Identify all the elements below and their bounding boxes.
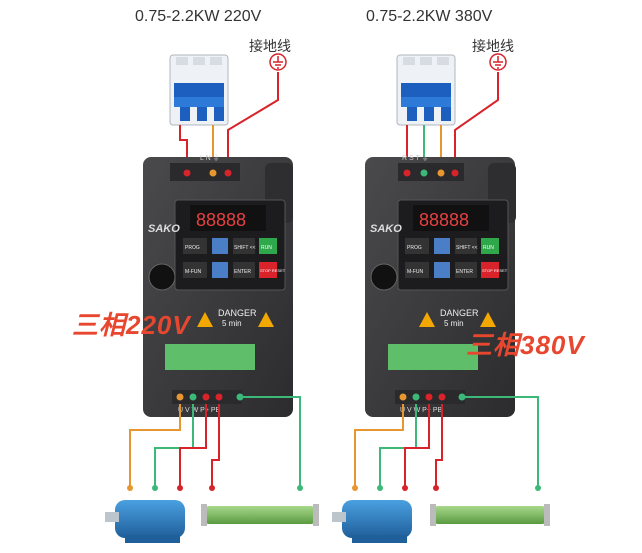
led-display: 88888	[196, 210, 246, 230]
top-terminal-labels: R S T ⏚	[402, 154, 429, 162]
down-key[interactable]	[434, 262, 450, 278]
warning-icon	[480, 312, 496, 327]
speed-knob[interactable]	[148, 263, 176, 291]
svg-text:M-FUN: M-FUN	[185, 269, 201, 275]
control-terminal-block	[388, 344, 478, 370]
run-key[interactable]	[481, 238, 499, 254]
left-spec-label: 0.75-2.2KW 220V	[135, 8, 262, 25]
left-diagram: L N ⏚ 88888 SAKO PROG SHIFT << RUN M-FUN…	[105, 53, 319, 543]
brand-logo: SAKO	[370, 223, 402, 235]
svg-text:DANGER: DANGER	[440, 308, 479, 318]
svg-text:M-FUN: M-FUN	[407, 269, 423, 275]
brake-resistor-icon	[430, 504, 550, 526]
enter-key[interactable]	[233, 262, 255, 278]
svg-text:PROG: PROG	[407, 245, 422, 251]
circuit-breaker-icon	[396, 54, 456, 126]
svg-text:RUN: RUN	[483, 245, 494, 251]
led-display: 88888	[419, 210, 469, 230]
svg-text:STOP RESET: STOP RESET	[482, 268, 508, 273]
shift-key[interactable]	[455, 238, 477, 254]
left-voltage-label: 三相220V	[72, 310, 191, 340]
mfun-key[interactable]	[183, 262, 207, 278]
svg-text:PROG: PROG	[185, 245, 200, 251]
warning-icon	[419, 312, 435, 327]
left-ground-label: 接地线	[249, 38, 291, 54]
right-spec-label: 0.75-2.2KW 380V	[366, 8, 493, 25]
right-voltage-label: 三相380V	[466, 330, 585, 360]
svg-text:RUN: RUN	[261, 245, 272, 251]
stop-key[interactable]	[259, 262, 277, 278]
svg-text:SHIFT <<: SHIFT <<	[234, 245, 256, 251]
circuit-breaker-icon	[169, 54, 229, 126]
svg-text:STOP RESET: STOP RESET	[260, 268, 286, 273]
wire-pe	[227, 72, 279, 175]
svg-text:ENTER: ENTER	[456, 269, 473, 275]
motor-icon	[105, 500, 185, 543]
down-key[interactable]	[212, 262, 228, 278]
prog-key[interactable]	[183, 238, 207, 254]
run-key[interactable]	[259, 238, 277, 254]
top-terminal-labels: L N ⏚	[200, 154, 220, 162]
control-terminal-block	[165, 344, 255, 370]
prog-key[interactable]	[405, 238, 429, 254]
right-ground-label: 接地线	[472, 38, 514, 54]
bottom-terminal-labels: U V W P+ PB	[178, 407, 221, 414]
brake-resistor-icon	[201, 504, 319, 526]
warning-icon	[197, 312, 213, 327]
brand-logo: SAKO	[148, 223, 180, 235]
up-key[interactable]	[212, 238, 228, 254]
svg-text:5 min: 5 min	[222, 319, 242, 328]
mfun-key[interactable]	[405, 262, 429, 278]
ground-icon	[269, 53, 287, 71]
shift-key[interactable]	[233, 238, 255, 254]
bottom-terminal-labels: U V W P+ PB	[400, 407, 443, 414]
motor-icon	[332, 500, 412, 543]
svg-text:5 min: 5 min	[444, 319, 464, 328]
warning-icon	[258, 312, 274, 327]
enter-key[interactable]	[455, 262, 477, 278]
svg-text:SHIFT <<: SHIFT <<	[456, 245, 478, 251]
svg-text:ENTER: ENTER	[234, 269, 251, 275]
right-diagram: R S T ⏚ 88888 SAKO PROG SHIFT << RUN M-F…	[332, 53, 550, 543]
speed-knob[interactable]	[370, 263, 398, 291]
svg-text:DANGER: DANGER	[218, 308, 257, 318]
ground-icon	[489, 53, 507, 71]
up-key[interactable]	[434, 238, 450, 254]
stop-key[interactable]	[481, 262, 499, 278]
